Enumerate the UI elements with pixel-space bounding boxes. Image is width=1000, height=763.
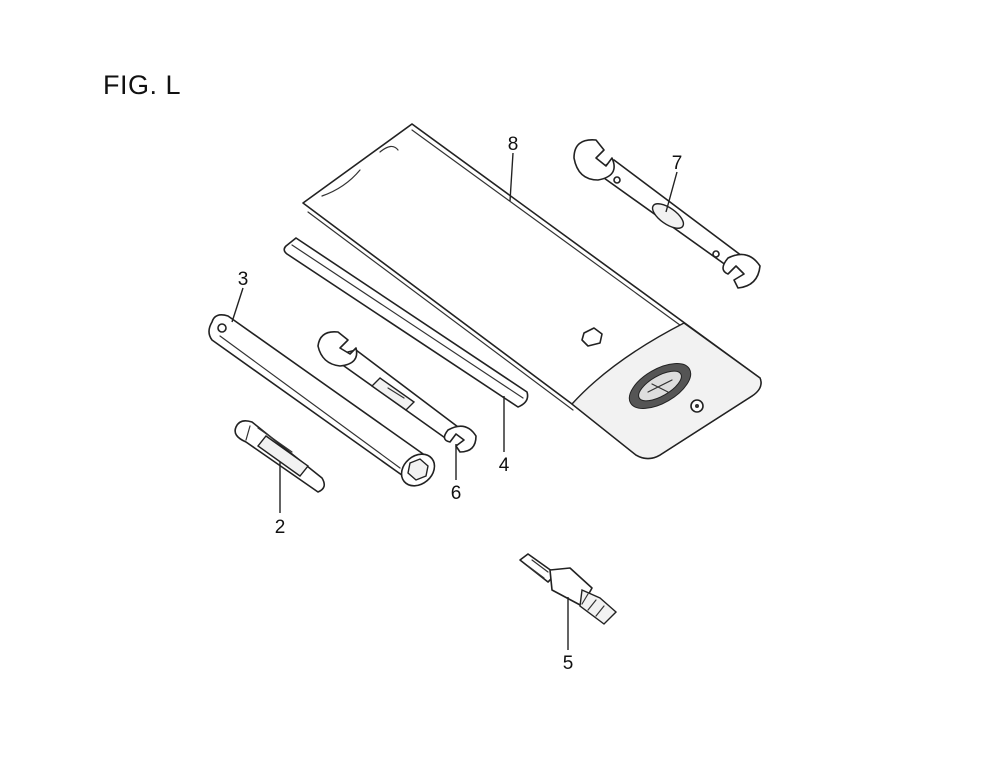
leader-line-7 (665, 171, 678, 213)
spark-plug-icon (519, 553, 618, 625)
leader-line-8 (509, 152, 514, 202)
callout-label: 2 (275, 517, 286, 538)
open-end-wrench-large-icon (573, 139, 761, 289)
box-wrench-icon (208, 314, 436, 487)
callout-label: 8 (508, 134, 519, 155)
callout-label: 3 (238, 269, 249, 290)
callout-labels: 8 7 3 4 6 2 5 (238, 134, 683, 674)
leader-line-3 (231, 287, 244, 323)
callout-label: 6 (451, 483, 462, 504)
screwdriver-handle-icon (234, 420, 326, 493)
callout-label: 7 (672, 153, 683, 174)
open-end-wrench-small-icon (317, 330, 477, 453)
tool-bag-icon (302, 123, 762, 460)
figure-title: FIG. L (103, 70, 182, 100)
callout-label: 4 (499, 455, 510, 476)
extension-bar-icon (283, 237, 529, 408)
callout-label: 5 (563, 653, 574, 674)
leader-lines (231, 152, 678, 650)
